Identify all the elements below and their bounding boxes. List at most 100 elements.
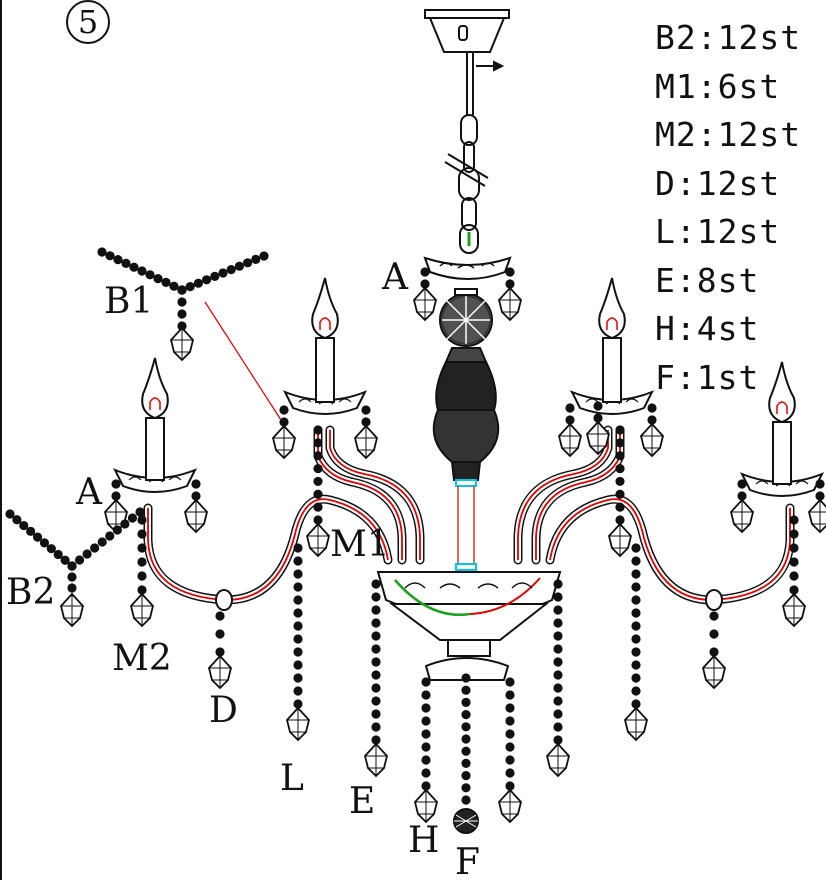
bead: [243, 258, 253, 268]
bead: [111, 479, 121, 489]
bead: [313, 438, 323, 448]
strand-a: [808, 479, 826, 534]
center-column: [432, 288, 500, 571]
bead: [202, 275, 212, 285]
strand-h-1: [414, 677, 438, 824]
crystal-facet: [61, 594, 83, 626]
bead: [421, 781, 431, 791]
bead: [111, 491, 121, 501]
bead: [461, 673, 471, 683]
bead: [631, 647, 641, 657]
legend-item-d: D:12st: [655, 163, 781, 203]
bead: [105, 531, 115, 541]
bead: [789, 557, 799, 567]
candle-back-right: [569, 277, 655, 415]
bead: [293, 634, 303, 644]
bead: [313, 451, 323, 461]
garland-b1: [97, 247, 269, 362]
bead: [161, 277, 171, 287]
bead: [137, 585, 147, 595]
legend-item-h: H:4st: [655, 309, 760, 348]
bead: [553, 709, 563, 719]
bead: [421, 677, 431, 687]
b1-pointer-line: [204, 301, 282, 421]
crystal-facet: [641, 424, 663, 456]
label-b1: B1: [104, 281, 153, 322]
bead: [371, 605, 381, 615]
bead: [615, 451, 625, 461]
bead: [293, 621, 303, 631]
bead: [105, 251, 115, 261]
bead: [67, 572, 77, 582]
legend-item-b2: B2:12st: [655, 18, 802, 57]
strand-h-2: [498, 677, 522, 824]
label-m2: M2: [112, 638, 172, 679]
bead: [631, 569, 641, 579]
bead: [631, 582, 641, 592]
bead: [169, 281, 179, 291]
bead: [145, 270, 155, 280]
bead: [505, 716, 515, 726]
legend-item-m1: M1:6st: [655, 66, 781, 106]
bead: [505, 267, 515, 277]
crystal-facet: [559, 424, 581, 456]
bead: [461, 746, 471, 756]
bead: [371, 696, 381, 706]
arm-wire: [517, 430, 609, 560]
bead: [631, 634, 641, 644]
bead: [505, 742, 515, 752]
bead: [421, 703, 431, 713]
bead: [631, 595, 641, 605]
candle-tube: [772, 421, 792, 485]
bead: [90, 543, 100, 553]
crystal-facet: [783, 594, 805, 626]
candles: [112, 277, 825, 497]
bead: [631, 673, 641, 683]
bead: [12, 515, 22, 525]
center-bowl: [376, 571, 562, 681]
bead: [461, 758, 471, 769]
strand-m2-left: [130, 515, 154, 628]
bead: [565, 415, 575, 425]
bead: [421, 729, 431, 739]
bead: [615, 438, 625, 448]
bead: [293, 673, 303, 683]
legend-item-f: F:1st: [655, 357, 760, 397]
bead: [371, 579, 381, 589]
bead: [553, 618, 563, 628]
bead: [313, 489, 323, 499]
bead: [137, 266, 147, 276]
bead: [565, 403, 575, 413]
bead: [371, 735, 381, 745]
bead: [293, 569, 303, 579]
bead: [112, 525, 122, 535]
bead: [815, 491, 825, 501]
strand-m1-right: [608, 425, 632, 558]
bead: [647, 415, 657, 425]
candle-front-left: [112, 357, 198, 493]
bead: [553, 670, 563, 680]
arm-wire: [549, 498, 791, 601]
arm-wire: [147, 498, 389, 601]
label-a-top: A: [381, 257, 409, 298]
arm-wire: [535, 430, 621, 560]
bead: [39, 538, 50, 548]
bead: [313, 425, 323, 435]
bulb-filament-icon: [149, 397, 161, 410]
bead: [553, 605, 563, 615]
bead: [218, 268, 228, 278]
strand-e-left: [364, 579, 388, 778]
bead: [137, 543, 147, 553]
bead: [137, 515, 147, 525]
bead: [371, 644, 381, 654]
bead: [120, 519, 130, 529]
bead: [191, 479, 201, 489]
candle-front-right: [739, 361, 825, 497]
bead: [553, 722, 563, 732]
top-crown-bobeche: [423, 256, 512, 280]
label-a-left: A: [75, 472, 103, 513]
bead: [137, 529, 147, 539]
bead: [293, 699, 303, 709]
bead: [371, 657, 381, 667]
bead: [593, 413, 603, 423]
